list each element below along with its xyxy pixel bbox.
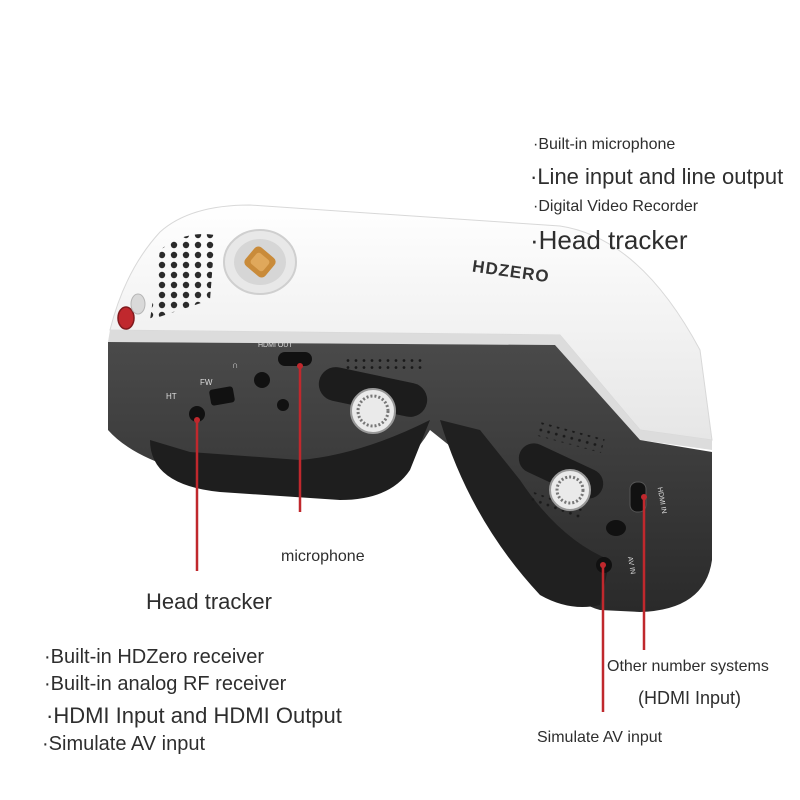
feature-line-io: ·Line input and line output: [530, 164, 784, 189]
callout-other-systems: Other number systems: [607, 658, 769, 675]
port-label-fw: FW: [200, 378, 213, 387]
feature-hdmi-io: ·HDMI Input and HDMI Output: [46, 703, 342, 728]
callout-microphone: microphone: [281, 548, 365, 565]
port-label-hdmi-out: HDMI OUT: [258, 342, 293, 349]
callout-hdmi-input: (HDMI Input): [638, 688, 742, 708]
antenna-connector: [223, 229, 297, 295]
feature-head-tracker-top: ·Head tracker: [530, 225, 688, 255]
left-focus-knob: [318, 367, 428, 434]
callout-head-tracker: Head tracker: [146, 589, 272, 614]
red-power-button: [117, 293, 146, 330]
ports-row: [189, 352, 312, 422]
feature-dvr: ·Digital Video Recorder: [533, 198, 699, 215]
port-label-headphone: ∩: [232, 360, 239, 370]
feature-built-in-microphone: ·Built-in microphone: [533, 136, 676, 153]
feature-hdzero-receiver: ·Built-in HDZero receiver: [44, 646, 265, 668]
port-label-ht: HT: [166, 392, 177, 401]
feature-simulate-av: ·Simulate AV input: [42, 733, 206, 755]
fan-grille: [150, 234, 215, 320]
speaker-grilles: [344, 356, 605, 522]
right-focus-knob: [518, 443, 604, 511]
callout-lines: [194, 363, 647, 712]
feature-analog-rf-receiver: ·Built-in analog RF receiver: [44, 673, 287, 695]
callout-simulate-av: Simulate AV input: [537, 729, 663, 746]
dark-underside: [108, 342, 712, 612]
